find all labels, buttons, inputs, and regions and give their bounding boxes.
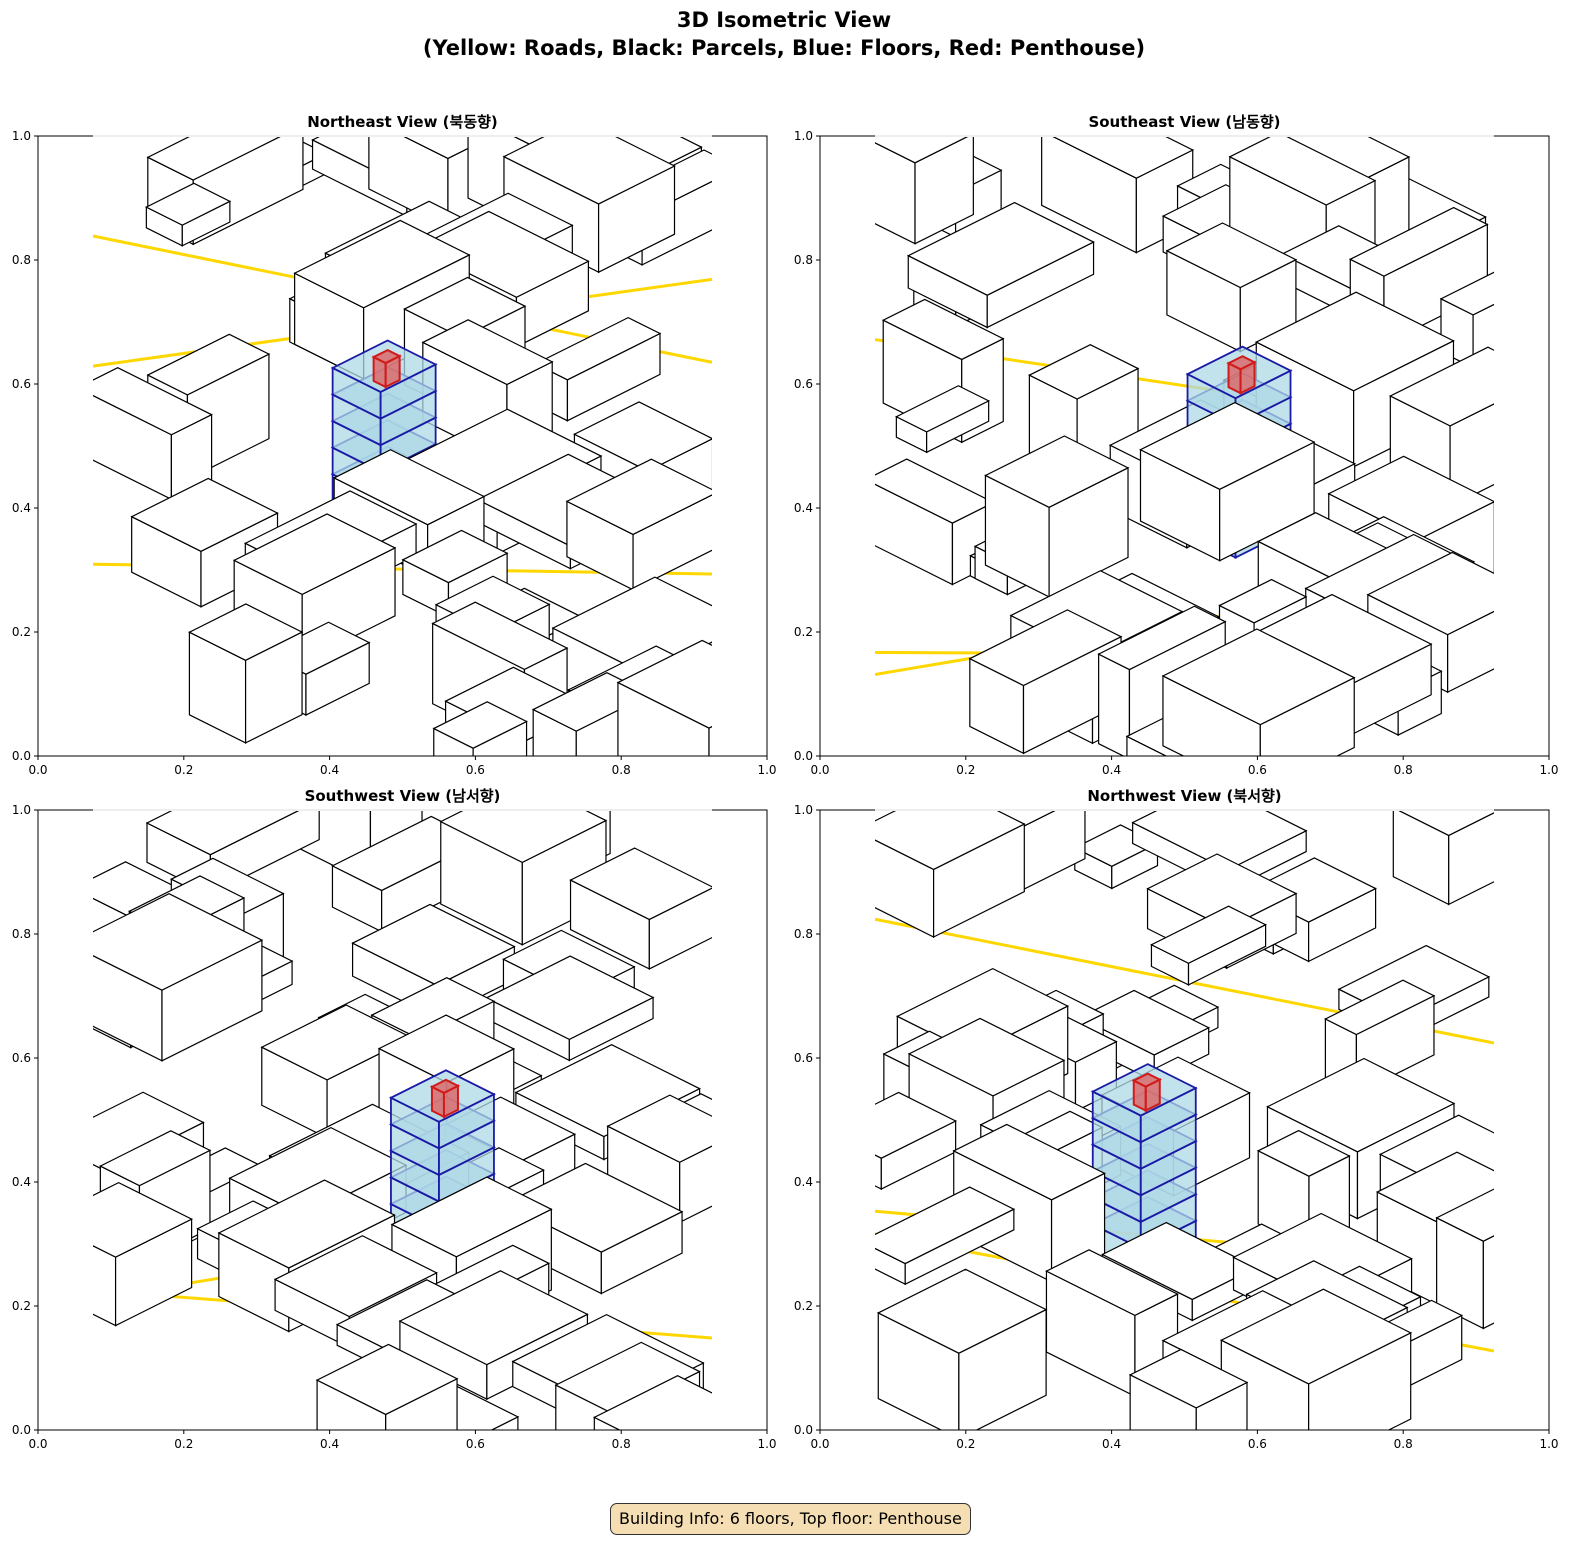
parcel-building <box>1392 810 1494 906</box>
parcel-building <box>93 1181 193 1327</box>
panel-title: Southwest View (남서향) <box>305 787 501 805</box>
parcel-building <box>1150 905 1267 986</box>
penthouse <box>1131 1072 1162 1113</box>
scene <box>93 136 712 756</box>
y-tick-label: 0.8 <box>12 927 31 941</box>
parcel-building <box>315 1343 459 1430</box>
y-tick-label: 0.0 <box>12 749 31 763</box>
parcel-building <box>875 1091 957 1191</box>
figure-title-line1: 3D Isometric View <box>677 8 891 32</box>
scene <box>875 810 1494 1430</box>
parcel-building <box>876 1268 1048 1430</box>
parcel-building <box>875 136 974 245</box>
x-tick-label: 0.4 <box>1102 1437 1121 1451</box>
y-tick-label: 0.8 <box>794 253 813 267</box>
x-tick-label: 0.6 <box>466 763 485 777</box>
y-tick-label: 0.8 <box>12 253 31 267</box>
view-panel-1: Southeast View (남동향) 0.0 0.2 0.4 0.6 0.8 1.0 0.… <box>794 113 1559 777</box>
view-panel-2: Southwest View (남서향) 0.0 0.2 0.4 0.6 0.8 1.0 0.… <box>12 787 777 1451</box>
y-tick-label: 1.0 <box>12 129 31 143</box>
x-tick-label: 0.6 <box>1248 763 1267 777</box>
x-tick-label: 0.0 <box>28 1437 47 1451</box>
x-tick-label: 0.4 <box>320 1437 339 1451</box>
x-tick-label: 0.8 <box>1394 763 1413 777</box>
parcel-building <box>485 955 655 1062</box>
parcel-building <box>1128 1348 1249 1430</box>
panel-title: Southeast View (남동향) <box>1088 113 1280 131</box>
target-building <box>1090 1063 1198 1277</box>
parcel-building <box>606 1094 712 1224</box>
parcel-building <box>875 810 1026 938</box>
y-tick-label: 1.0 <box>794 129 813 143</box>
y-tick-label: 0.4 <box>794 1175 813 1189</box>
scene <box>93 810 712 1430</box>
x-tick-label: 1.0 <box>1539 1437 1558 1451</box>
view-panel-3: Northwest View (북서향) 0.0 0.2 0.4 0.6 0.8 1.0 0.… <box>794 787 1559 1451</box>
x-tick-label: 0.2 <box>956 1437 975 1451</box>
y-tick-label: 0.6 <box>794 377 813 391</box>
panel-title: Northeast View (북동향) <box>307 113 498 131</box>
y-tick-label: 1.0 <box>12 803 31 817</box>
figure-title-line2: (Yellow: Roads, Black: Parcels, Blue: Fl… <box>423 36 1145 60</box>
y-tick-label: 0.6 <box>794 1051 813 1065</box>
y-tick-label: 0.4 <box>794 501 813 515</box>
y-tick-label: 1.0 <box>794 803 813 817</box>
y-tick-label: 0.2 <box>12 1299 31 1313</box>
parcel-building <box>616 639 712 756</box>
parcel-building <box>188 603 304 744</box>
x-tick-label: 0.2 <box>956 763 975 777</box>
x-tick-label: 0.4 <box>320 763 339 777</box>
y-tick-label: 0.6 <box>12 377 31 391</box>
x-tick-label: 0.0 <box>810 1437 829 1451</box>
building-info-box: Building Info: 6 floors, Top floor: Pent… <box>610 1503 971 1535</box>
parcel-building <box>439 810 608 946</box>
x-tick-label: 0.4 <box>1102 763 1121 777</box>
x-tick-label: 1.0 <box>1539 763 1558 777</box>
parcel-building <box>895 385 990 454</box>
parcel-building <box>569 847 712 970</box>
penthouse <box>371 348 402 389</box>
y-tick-label: 0.4 <box>12 501 31 515</box>
parcel-building <box>906 201 1095 329</box>
x-tick-label: 0.6 <box>466 1437 485 1451</box>
y-tick-label: 0.0 <box>12 1423 31 1437</box>
x-tick-label: 0.8 <box>612 1437 631 1451</box>
x-tick-label: 0.8 <box>612 763 631 777</box>
y-tick-label: 0.0 <box>794 1423 813 1437</box>
x-tick-label: 0.2 <box>174 763 193 777</box>
x-tick-label: 0.8 <box>1394 1437 1413 1451</box>
parcel-building <box>1435 1188 1494 1330</box>
parcel-building <box>1161 628 1356 756</box>
penthouse <box>429 1078 461 1119</box>
parcel-building <box>432 701 528 756</box>
parcel-building <box>145 182 232 247</box>
y-tick-label: 0.8 <box>794 927 813 941</box>
y-tick-label: 0.2 <box>794 625 813 639</box>
x-tick-label: 0.6 <box>1248 1437 1267 1451</box>
y-tick-label: 0.4 <box>12 1175 31 1189</box>
parcel-building <box>875 1186 1016 1286</box>
x-tick-label: 0.0 <box>810 763 829 777</box>
parcel-building <box>592 1375 712 1430</box>
penthouse <box>1226 355 1257 395</box>
scene <box>875 136 1494 756</box>
x-tick-label: 0.2 <box>174 1437 193 1451</box>
parcel-building <box>565 458 712 591</box>
y-tick-label: 0.2 <box>794 1299 813 1313</box>
parcel-building <box>93 367 213 501</box>
x-tick-label: 0.0 <box>28 763 47 777</box>
y-tick-label: 0.6 <box>12 1051 31 1065</box>
parcel-building <box>984 435 1130 598</box>
parcel-building <box>93 893 264 1062</box>
view-panel-0: Northeast View (북동향) 0.0 0.2 0.4 0.6 0.8 1.0 0.… <box>12 113 777 777</box>
parcel-building <box>968 609 1123 755</box>
x-tick-label: 1.0 <box>757 763 776 777</box>
x-tick-label: 1.0 <box>757 1437 776 1451</box>
y-tick-label: 0.2 <box>12 625 31 639</box>
y-tick-label: 0.0 <box>794 749 813 763</box>
panel-title: Northwest View (북서향) <box>1087 787 1281 805</box>
